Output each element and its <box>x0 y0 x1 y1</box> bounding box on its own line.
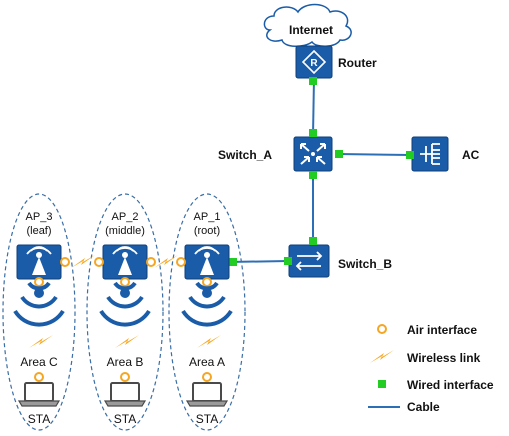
area-b-label: Area B <box>107 355 144 369</box>
wired-interface <box>309 129 317 137</box>
wired-interface-icon <box>378 380 386 388</box>
ap-icon <box>102 244 148 280</box>
legend-wireless-link: Wireless link <box>407 351 481 365</box>
lightning-icon <box>154 255 178 268</box>
wired-interface <box>309 77 317 85</box>
ap1-role: (root) <box>194 225 220 237</box>
laptop-icon <box>104 382 146 407</box>
sta-label: STA <box>196 412 218 426</box>
lightning-icon <box>29 335 53 348</box>
area-b-ellipse <box>86 193 164 431</box>
ap-icon <box>184 244 230 280</box>
ap2-role: (middle) <box>105 225 145 237</box>
legend-wired-interface: Wired interface <box>407 378 494 392</box>
legend-air-interface: Air interface <box>407 323 477 337</box>
laptop-icon <box>186 382 228 407</box>
area-c-ellipse <box>2 193 76 431</box>
switch-b-label: Switch_B <box>338 257 392 271</box>
cloud-icon <box>263 3 352 47</box>
legend-cable: Cable <box>407 400 440 414</box>
cable-router-switch-a <box>312 77 315 137</box>
ap2-name: AP_2 <box>112 211 139 223</box>
area-a-ellipse <box>168 193 246 431</box>
svg-text:R: R <box>310 58 318 69</box>
lightning-icon <box>115 335 139 348</box>
cable-switch-a-ac <box>337 153 411 156</box>
signal-icon <box>99 281 151 327</box>
air-interface <box>176 257 186 267</box>
wired-interfaces <box>229 77 414 266</box>
switch-a-label: Switch_A <box>218 148 272 162</box>
wired-interface <box>229 258 237 266</box>
air-interface <box>120 277 130 287</box>
wired-interface <box>406 151 414 159</box>
ap3-role: (leaf) <box>26 225 51 237</box>
sta-label: STA <box>114 412 136 426</box>
signal-icon <box>13 281 65 327</box>
ac-icon <box>411 136 449 172</box>
router-label: Router <box>338 56 377 70</box>
wired-interface <box>284 257 292 265</box>
air-interface <box>202 372 212 382</box>
air-interface <box>34 277 44 287</box>
switch-icon <box>288 244 330 278</box>
wired-interface <box>335 150 343 158</box>
lightning-icon <box>370 350 394 363</box>
wired-interface <box>309 171 317 179</box>
lightning-icon <box>197 335 221 348</box>
air-interface <box>94 257 104 267</box>
air-interfaces <box>34 257 212 382</box>
signal-icon <box>181 281 233 327</box>
wired-interface <box>309 237 317 245</box>
sta-label: STA <box>28 412 50 426</box>
cable-switch-b-ap1 <box>227 260 289 263</box>
air-interface <box>202 277 212 287</box>
ac-label: AC <box>462 148 480 162</box>
legend: Air interface Wireless link Wired interf… <box>368 323 494 414</box>
air-interface <box>146 257 156 267</box>
area-a-label: Area A <box>189 355 225 369</box>
air-interface <box>60 257 70 267</box>
laptop-icon <box>18 382 60 407</box>
core-switch-icon <box>293 136 333 172</box>
air-interface <box>120 372 130 382</box>
ap-icon <box>16 244 62 280</box>
router-icon: R <box>295 45 333 79</box>
ap1-name: AP_1 <box>194 211 221 223</box>
ap3-name: AP_3 <box>26 211 53 223</box>
area-c-label: Area C <box>20 355 58 369</box>
air-interface-icon <box>377 324 387 334</box>
air-interface <box>34 372 44 382</box>
internet-label: Internet <box>289 23 333 37</box>
